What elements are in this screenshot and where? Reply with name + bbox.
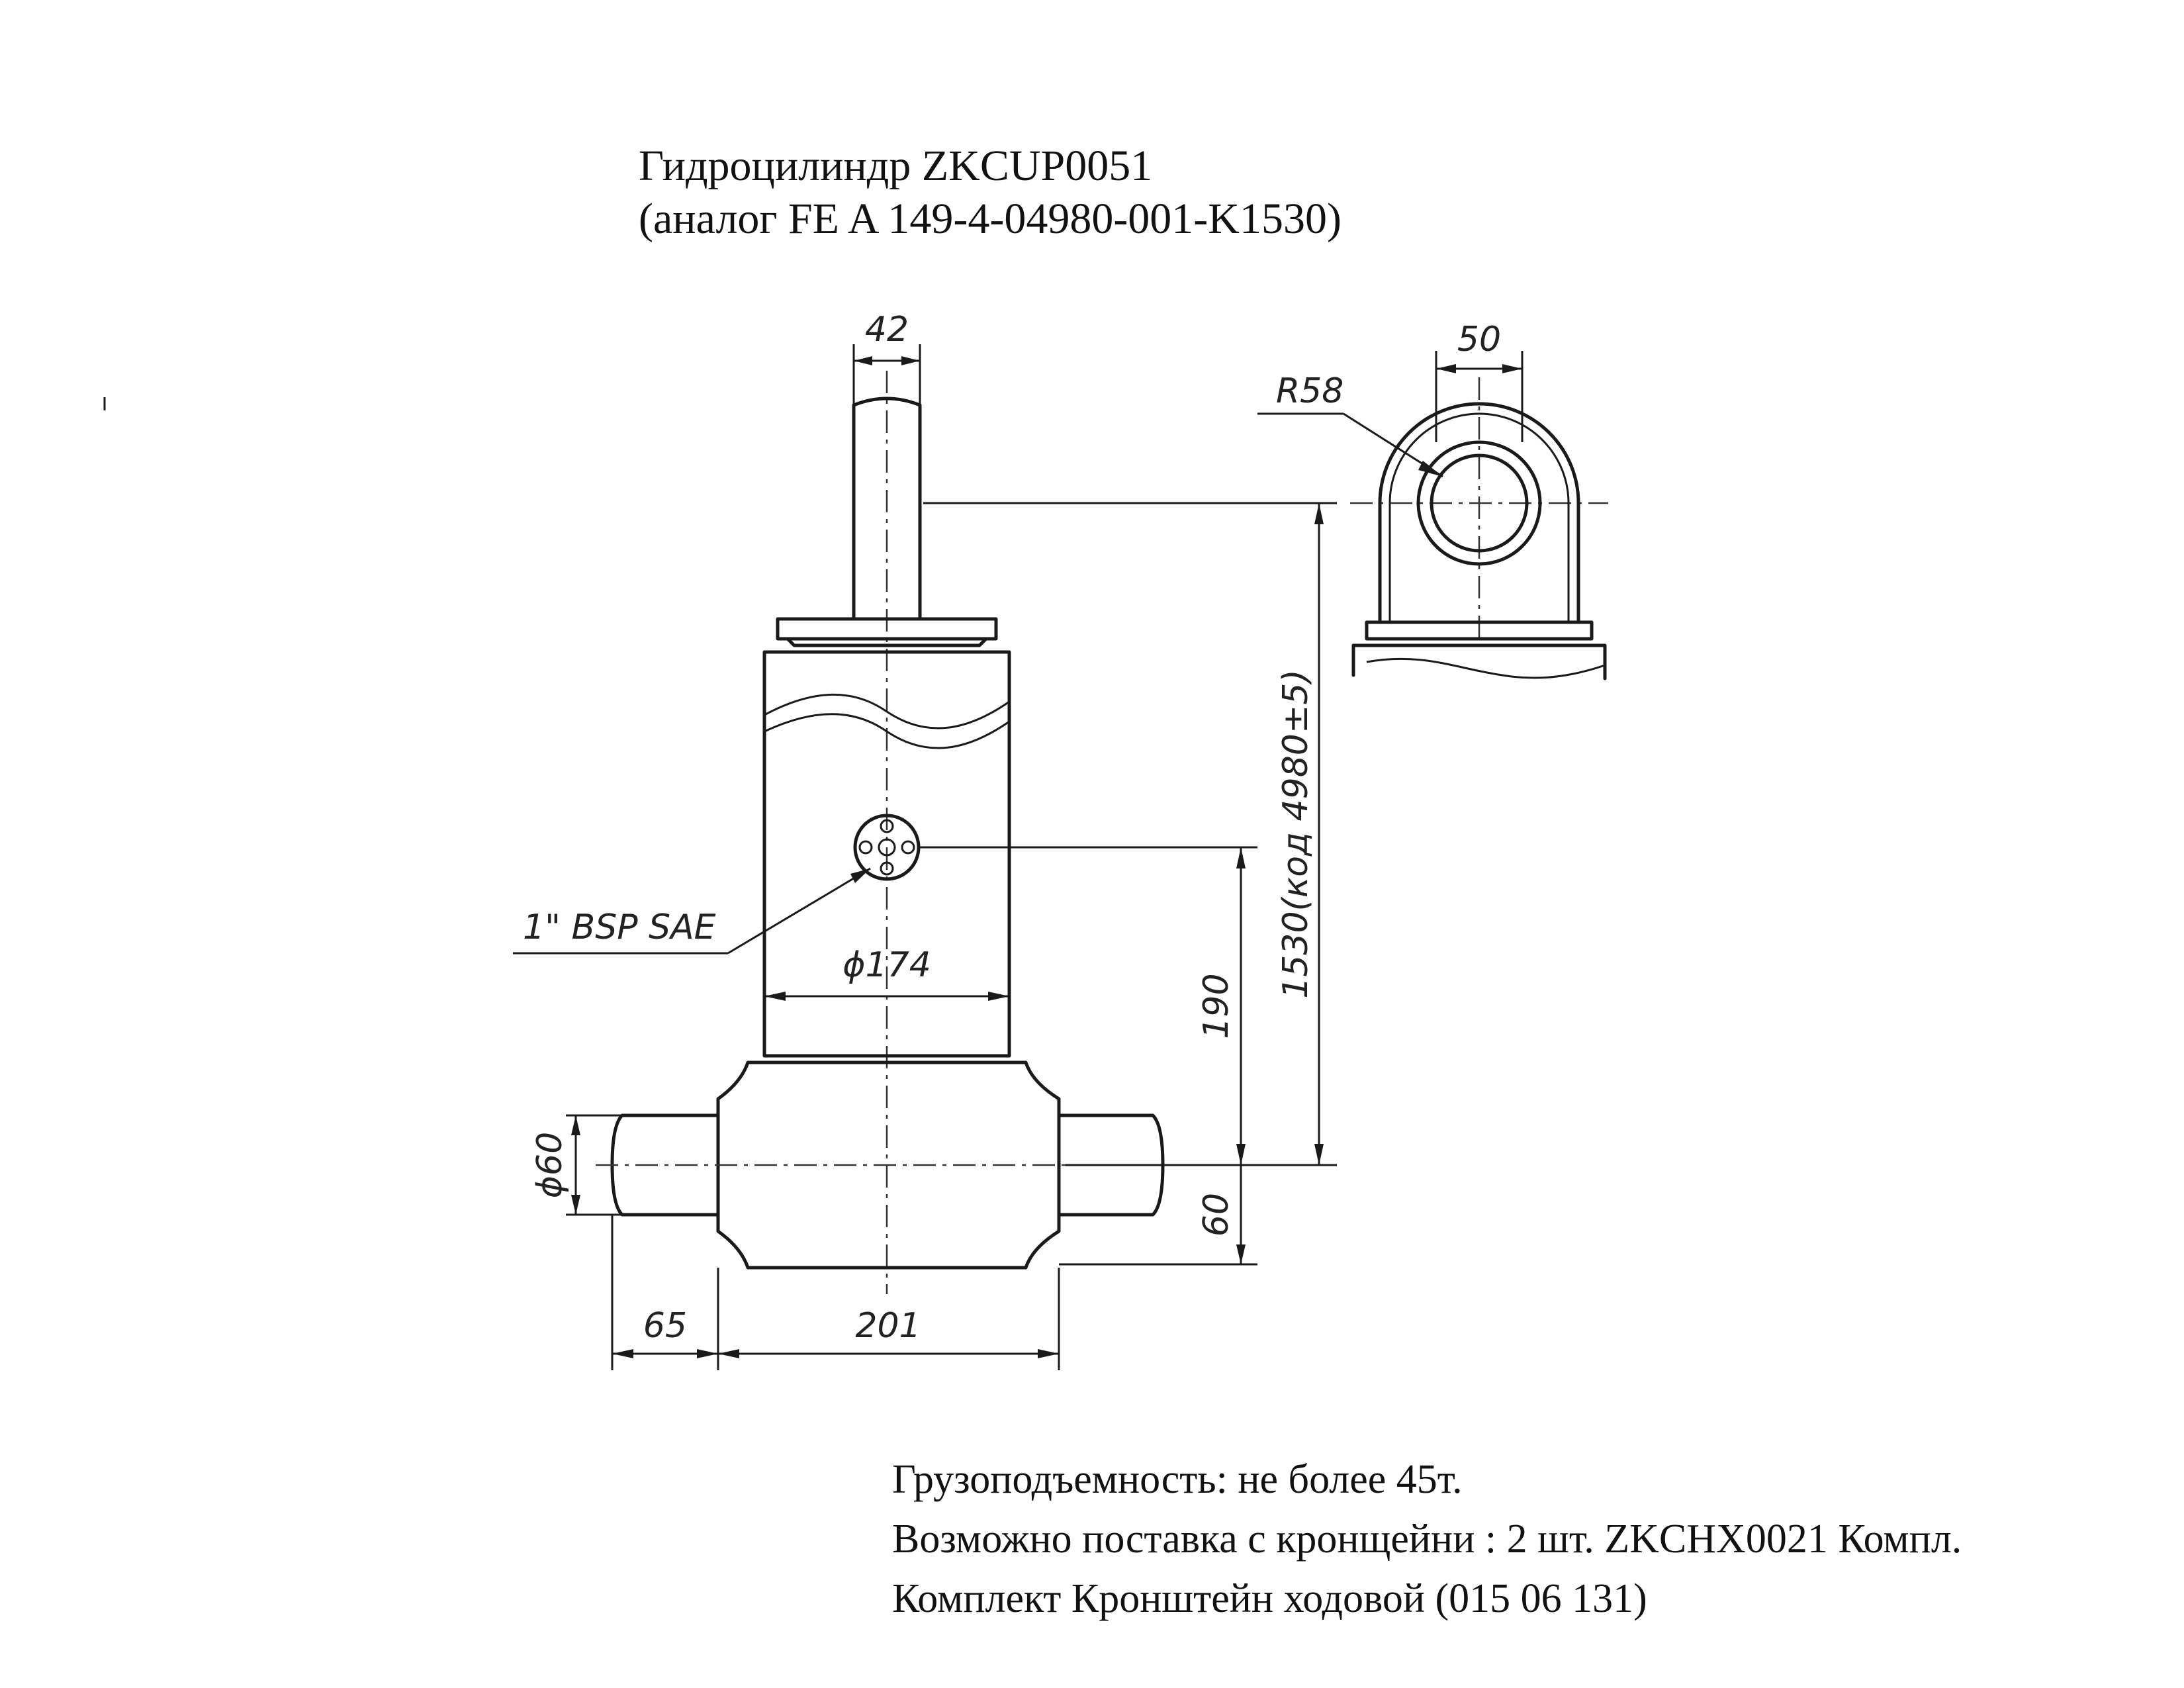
side-view: 50 R58 (1257, 320, 1608, 680)
body-diameter-label: ϕ174 (842, 945, 931, 985)
front-view (596, 371, 1185, 1294)
front-view-dimensions: 42 1530(код 4980±5) 190 60 ϕ174 1" BSP S… (513, 310, 1337, 1370)
bushing-outer (1416, 440, 1542, 566)
port-height-label: 190 (1197, 973, 1236, 1039)
rod-diameter-label: 42 (865, 310, 909, 350)
side-flange (1365, 620, 1594, 641)
rod-eye-outline (1378, 402, 1580, 624)
break-line-bottom (764, 713, 1010, 749)
note-kit: Комплект Кронштейн ходовой (015 06 131) (892, 1576, 1647, 1621)
piston-rod (852, 397, 922, 621)
housing-width-label: 201 (855, 1306, 921, 1346)
overall-length-label: 1530(код 4980±5) (1276, 669, 1316, 999)
drawing-subtitle: (аналог FE A 149-4-04980-001-K1530) (639, 195, 1342, 243)
break-line-top (764, 693, 1010, 729)
side-break-line (1366, 657, 1606, 679)
cylinder-body (762, 650, 1011, 1058)
note-bracket-option: Возможно поставка с кронщейни : 2 шт. ZK… (892, 1517, 1962, 1562)
base-housing (716, 1060, 1061, 1270)
trunnion-length-label: 65 (643, 1306, 687, 1346)
drawing-title: Гидроцилиндр ZKCUP0051 (639, 142, 1152, 190)
eye-radius-label: R58 (1276, 371, 1343, 411)
bushing-inner (1430, 453, 1529, 553)
notes-block: Грузоподъемность: не более 45т. Возможно… (892, 1457, 1962, 1621)
trunnion-height-label: 60 (1197, 1193, 1236, 1237)
note-capacity: Грузоподъемность: не более 45т. (892, 1457, 1463, 1502)
rod-flange (776, 617, 998, 641)
hydraulic-port (853, 814, 921, 881)
port-spec-label: 1" BSP SAE (523, 908, 716, 947)
side-flange-base (1351, 643, 1607, 680)
eye-width-label: 50 (1457, 320, 1501, 359)
title-block: Гидроцилиндр ZKCUP0051 (аналог FE A 149-… (639, 142, 1342, 243)
trunnion-diameter-label: ϕ60 (530, 1132, 570, 1198)
flange-bevel (786, 637, 988, 647)
rod-eye-inner-outline (1388, 412, 1570, 622)
